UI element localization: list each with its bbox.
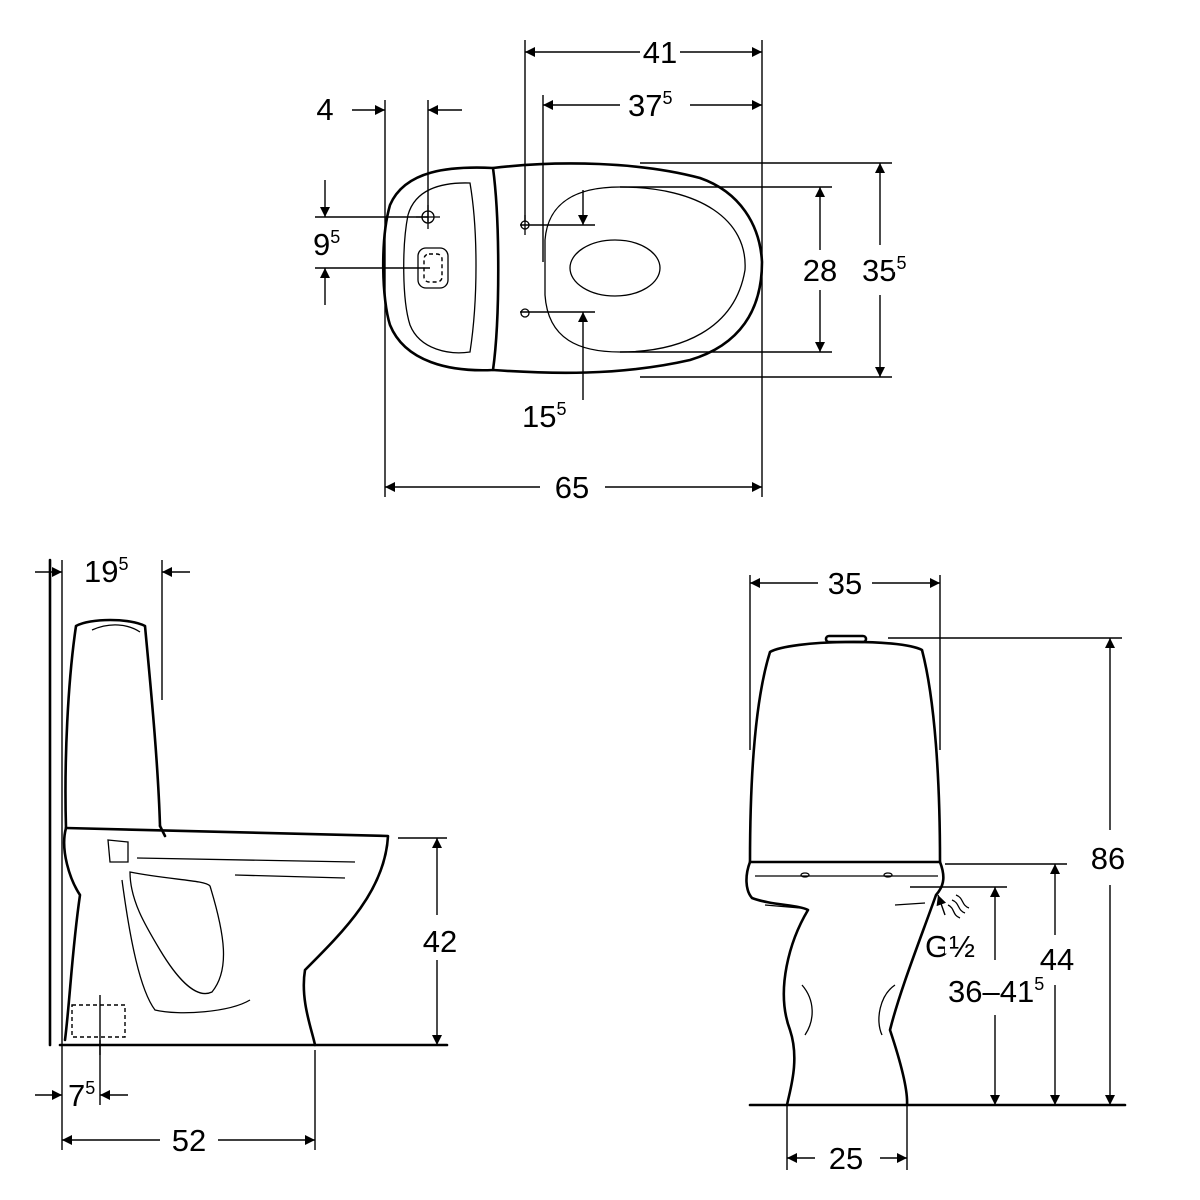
- water-inlet-icon: [947, 894, 970, 919]
- dim-52-label: 52: [172, 1123, 206, 1158]
- dim-42-label: 42: [423, 924, 457, 959]
- dim-35-label: 35: [828, 566, 862, 601]
- side-view: 195 42 75 52: [35, 554, 462, 1158]
- dim-25-label: 25: [829, 1141, 863, 1176]
- dim-9-5-label: 95: [313, 227, 340, 262]
- dim-41-label: 41: [643, 35, 677, 70]
- dim-7-5-label: 75: [68, 1078, 95, 1113]
- front-view-outline: [745, 634, 970, 1107]
- thread-size-label: G½: [925, 929, 975, 964]
- dim-19-5-label: 195: [84, 554, 129, 589]
- dim-65-label: 65: [555, 470, 589, 505]
- side-view-outline: [62, 618, 390, 1055]
- top-view: 41 375 4 95 28 355 155 65: [313, 35, 912, 505]
- dim-86-label: 86: [1091, 841, 1125, 876]
- dim-36-41-5-label: 36–415: [948, 974, 1044, 1009]
- dim-35-5-label: 355: [862, 253, 907, 288]
- fixing-hole-icon: [520, 215, 530, 318]
- dim-15-5-label: 155: [522, 399, 567, 434]
- dim-37-5-label: 375: [628, 88, 673, 123]
- dim-4-label: 4: [316, 92, 333, 127]
- front-view: 35 86 44 36–415 G½ 25: [745, 566, 1130, 1176]
- dim-28-label: 28: [803, 253, 837, 288]
- dim-44-label: 44: [1040, 942, 1074, 977]
- top-view-outline: [381, 162, 764, 375]
